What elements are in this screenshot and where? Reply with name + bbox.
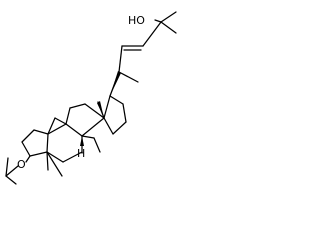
hydroxyl-label: HO xyxy=(128,14,145,27)
stereo-h-label: H xyxy=(77,147,85,160)
ring-d xyxy=(103,95,127,135)
gem-dimethyl-a xyxy=(46,151,49,171)
ester-oxygen-link-label: O xyxy=(17,158,26,171)
side-chain xyxy=(109,11,177,97)
ring-c xyxy=(65,101,105,137)
molecule-structure: HO xyxy=(5,11,177,185)
ring-a xyxy=(21,129,63,177)
methyl-c14 xyxy=(93,137,101,153)
wedge-bond-c13-methyl xyxy=(97,101,104,118)
cyclopropane xyxy=(47,117,67,135)
wedge-bond-c17 xyxy=(110,71,121,96)
acetate-group xyxy=(5,155,31,185)
gem-dimethyl-b xyxy=(46,151,63,177)
wedge-bond-c8-h xyxy=(80,136,84,146)
ring-b xyxy=(46,123,101,163)
